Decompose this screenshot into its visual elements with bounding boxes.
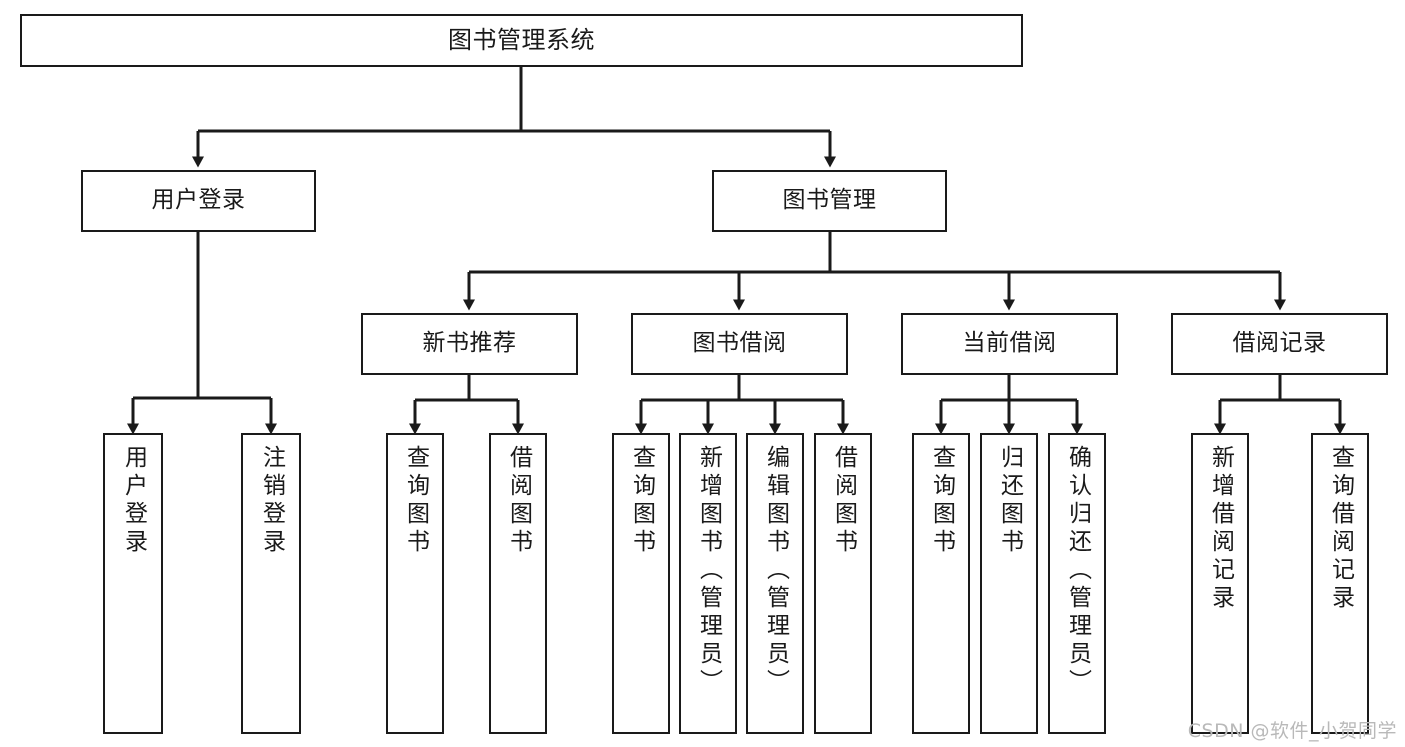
leaf-current-query-book[interactable]: 查询图书 [912,433,970,734]
leaf-record-query-record[interactable]: 查询借阅记录 [1311,433,1369,734]
node-label: 查询借阅记录 [1327,445,1354,613]
node-label: 图书借阅 [692,330,787,357]
node-label: 图书管理系统 [448,26,595,55]
node-new-book-recommend[interactable]: 新书推荐 [361,313,578,375]
node-label: 查询图书 [628,445,655,557]
node-book-borrow[interactable]: 图书借阅 [631,313,848,375]
node-label: 借阅图书 [830,445,857,557]
leaf-recommend-query-book[interactable]: 查询图书 [386,433,444,734]
leaf-borrow-query-book[interactable]: 查询图书 [612,433,670,734]
node-label: 查询图书 [402,445,429,557]
leaf-recommend-borrow-book[interactable]: 借阅图书 [489,433,547,734]
node-label: 图书管理 [782,187,877,214]
node-label: 新增图书（管理员） [695,445,722,697]
leaf-user-login[interactable]: 用户登录 [103,433,163,734]
leaf-current-confirm-return-admin[interactable]: 确认归还（管理员） [1048,433,1106,734]
leaf-borrow-edit-book-admin[interactable]: 编辑图书（管理员） [746,433,804,734]
node-label: 用户登录 [120,445,147,557]
node-label: 新书推荐 [422,330,517,357]
leaf-current-return-book[interactable]: 归还图书 [980,433,1038,734]
node-label: 归还图书 [996,445,1023,557]
node-label: 借阅记录 [1232,330,1327,357]
node-label: 查询图书 [928,445,955,557]
node-current-borrow[interactable]: 当前借阅 [901,313,1118,375]
node-book-management[interactable]: 图书管理 [712,170,947,232]
node-label: 注销登录 [258,445,285,557]
node-label: 当前借阅 [962,330,1057,357]
node-label: 借阅图书 [505,445,532,557]
leaf-borrow-borrow-book[interactable]: 借阅图书 [814,433,872,734]
node-label: 确认归还（管理员） [1064,445,1091,697]
node-label: 编辑图书（管理员） [762,445,789,697]
leaf-record-add-record[interactable]: 新增借阅记录 [1191,433,1249,734]
node-root-system[interactable]: 图书管理系统 [20,14,1023,67]
leaf-user-logout[interactable]: 注销登录 [241,433,301,734]
leaf-borrow-add-book-admin[interactable]: 新增图书（管理员） [679,433,737,734]
node-borrow-record[interactable]: 借阅记录 [1171,313,1388,375]
node-user-login[interactable]: 用户登录 [81,170,316,232]
node-label: 新增借阅记录 [1207,445,1234,613]
node-label: 用户登录 [151,187,246,214]
watermark-text: CSDN @软件_小贺同学 [1187,720,1397,742]
